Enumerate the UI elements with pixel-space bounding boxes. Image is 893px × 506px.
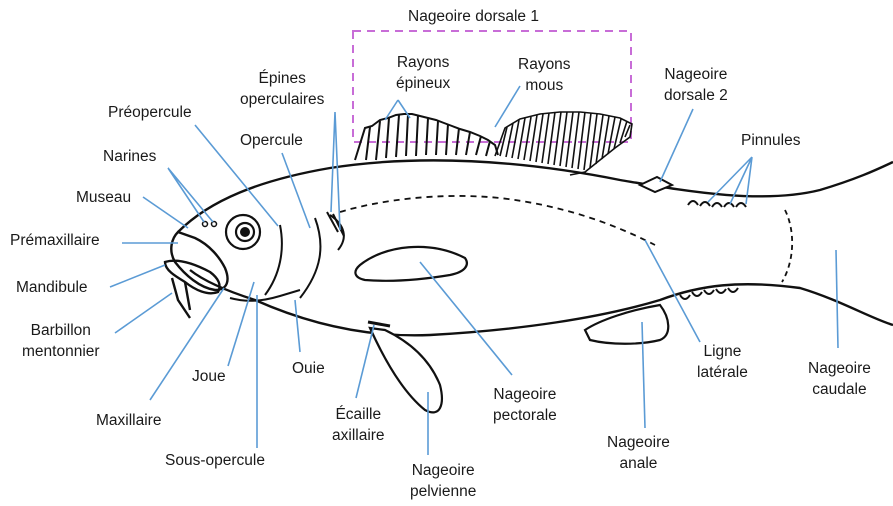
leader-museau: [143, 197, 188, 228]
label-ligne-line1: Ligne: [697, 341, 748, 362]
label-ecaille-axillaire: Écaille axillaire: [332, 404, 385, 446]
label-nageoire-pectorale: Nageoire pectorale: [493, 384, 557, 426]
label-epines-operculaires: Épines operculaires: [240, 68, 324, 110]
label-rayons-epineux: Rayons épineux: [396, 52, 450, 94]
label-epines-operculaires-line2: operculaires: [240, 89, 324, 110]
leader-pectorale: [420, 262, 512, 375]
label-nageoire-dorsale-2-line2: dorsale 2: [664, 85, 728, 106]
lateral-line: [340, 196, 655, 245]
label-preopercule: Préopercule: [108, 102, 192, 123]
label-mandibule: Mandibule: [16, 277, 88, 298]
label-nageoire-anale: Nageoire anale: [607, 432, 670, 474]
label-pectorale-line2: pectorale: [493, 405, 557, 426]
spiny-dorsal-fin: [355, 114, 498, 160]
leader-ouie: [295, 300, 300, 352]
caudal-boundary: [782, 210, 792, 282]
label-joue: Joue: [192, 366, 226, 387]
label-caudale-line2: caudale: [808, 379, 871, 400]
label-rayons-mous: Rayons mous: [518, 54, 571, 96]
label-epines-operculaires-line1: Épines: [240, 68, 324, 89]
label-anale-line1: Nageoire: [607, 432, 670, 453]
label-nageoire-dorsale-1: Nageoire dorsale 1: [408, 6, 539, 27]
label-barbillon-mentonnier: Barbillon mentonnier: [22, 320, 100, 362]
leader-mandibule: [110, 265, 165, 287]
label-opercule: Opercule: [240, 130, 303, 151]
label-rayons-mous-line2: mous: [518, 75, 571, 96]
label-nageoire-caudale: Nageoire caudale: [808, 358, 871, 400]
dorsal-fin-2: [640, 177, 672, 192]
label-rayons-mous-line1: Rayons: [518, 54, 571, 75]
nostrils: [203, 222, 217, 227]
label-ligne-laterale: Ligne latérale: [697, 341, 748, 383]
label-pinnules: Pinnules: [741, 130, 800, 151]
label-ecaille-line1: Écaille: [332, 404, 385, 425]
label-premaxillaire: Prémaxillaire: [10, 230, 100, 251]
leader-barbillon: [115, 293, 172, 333]
label-narines: Narines: [103, 146, 156, 167]
label-rayons-epineux-line1: Rayons: [396, 52, 450, 73]
label-pelvienne-line2: pelvienne: [410, 481, 476, 502]
leader-epines: [331, 112, 340, 230]
leader-narines: [168, 168, 213, 222]
label-anale-line2: anale: [607, 453, 670, 474]
leader-caudale: [836, 250, 838, 348]
anal-fin: [585, 305, 668, 344]
label-rayons-epineux-line2: épineux: [396, 73, 450, 94]
label-sous-opercule: Sous-opercule: [165, 450, 265, 471]
label-ecaille-line2: axillaire: [332, 425, 385, 446]
leader-ecaille: [356, 325, 374, 398]
leader-opercule: [282, 153, 310, 228]
axillary-scale: [368, 322, 390, 326]
label-ligne-line2: latérale: [697, 362, 748, 383]
pelvic-fin: [370, 328, 442, 412]
label-pelvienne-line1: Nageoire: [410, 460, 476, 481]
label-nageoire-dorsale-2-line1: Nageoire: [664, 64, 728, 85]
pectoral-fin: [355, 247, 466, 281]
label-ouie: Ouie: [292, 358, 325, 379]
label-nageoire-pelvienne: Nageoire pelvienne: [410, 460, 476, 502]
leader-dorsale-2: [660, 109, 693, 182]
label-caudale-line1: Nageoire: [808, 358, 871, 379]
label-barbillon-line1: Barbillon: [22, 320, 100, 341]
label-barbillon-line2: mentonnier: [22, 341, 100, 362]
label-museau: Museau: [76, 187, 131, 208]
soft-dorsal-fin: [495, 112, 632, 175]
label-maxillaire: Maxillaire: [96, 410, 161, 431]
label-pectorale-line1: Nageoire: [493, 384, 557, 405]
label-nageoire-dorsale-2: Nageoire dorsale 2: [664, 64, 728, 106]
eye: [226, 215, 260, 249]
fish-body-outline: [165, 160, 893, 335]
